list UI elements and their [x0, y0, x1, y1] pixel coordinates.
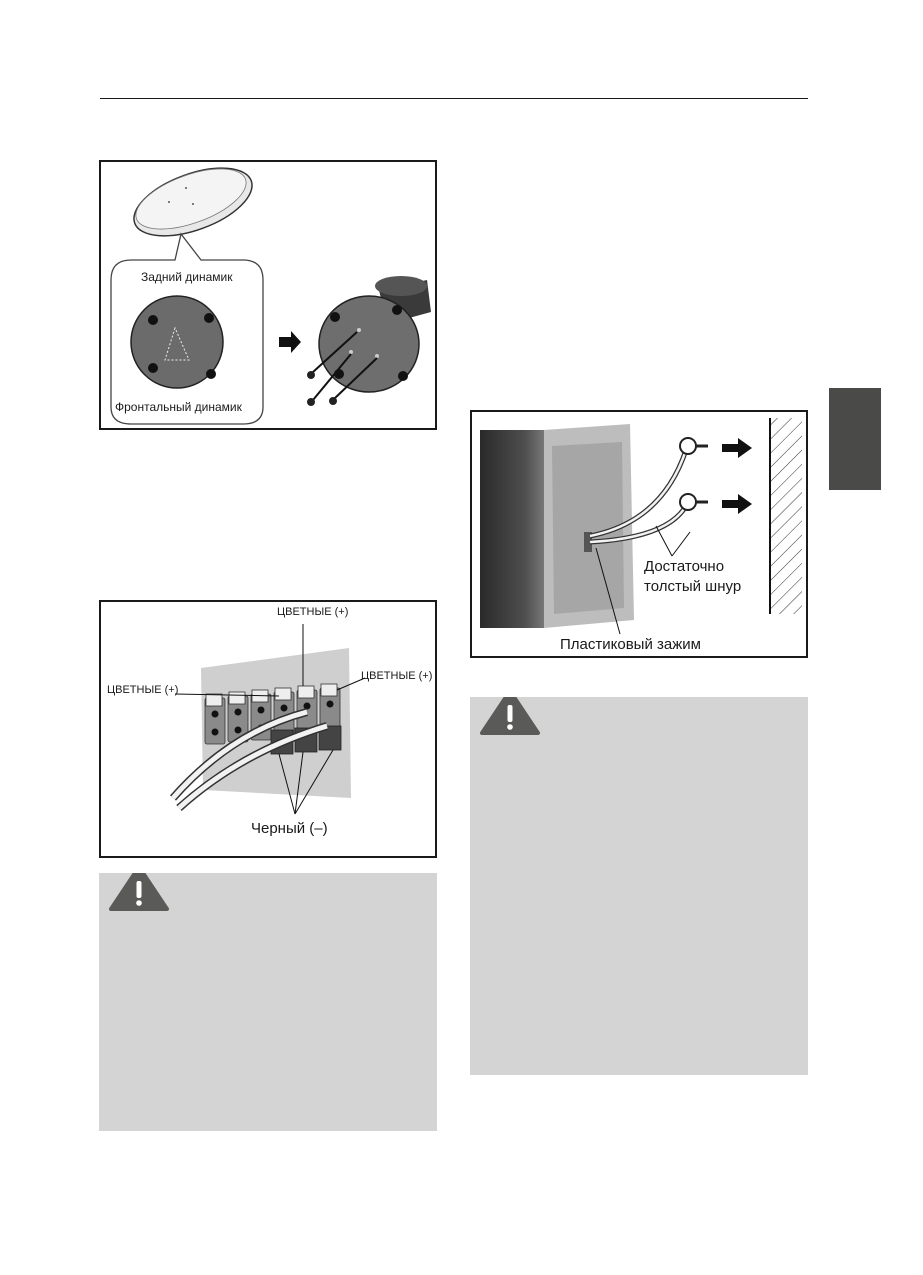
warning-box-left	[99, 873, 437, 1131]
wall-mount-illustration	[480, 418, 802, 635]
warning-box-right	[470, 697, 808, 1075]
warning-triangle-icon	[480, 697, 540, 735]
arrow-right-icon	[722, 438, 752, 514]
figure-speaker-terminals: ЦВЕТНЫЕ (+) ЦВЕТНЫЕ (+) ЦВЕТНЫЕ (+) Черн…	[99, 600, 437, 858]
stand-illustration	[110, 167, 431, 425]
black-minus-label: Черный (–)	[251, 820, 328, 837]
colored-plus-top-label: ЦВЕТНЫЕ (+)	[277, 606, 349, 618]
figure-wall-mount: Достаточно толстый шнур Пластиковый зажи…	[470, 410, 808, 658]
thick-cord-label-line1: Достаточно	[644, 558, 725, 575]
front-speaker-label: Фронтальный динамик	[115, 400, 242, 414]
plastic-clip-label: Пластиковый зажим	[560, 636, 701, 653]
colored-plus-left-label: ЦВЕТНЫЕ (+)	[107, 684, 179, 696]
warning-triangle-icon	[109, 873, 169, 911]
figure-speaker-stand: Задний динамик Фронтальный динамик	[99, 160, 437, 430]
rear-speaker-label: Задний динамик	[141, 270, 233, 284]
chapter-side-tab	[829, 388, 881, 490]
colored-plus-right-label: ЦВЕТНЫЕ (+)	[361, 670, 433, 682]
header-rule	[100, 98, 808, 99]
thick-cord-label-line2: толстый шнур	[644, 578, 742, 595]
terminals-illustration	[169, 624, 366, 815]
